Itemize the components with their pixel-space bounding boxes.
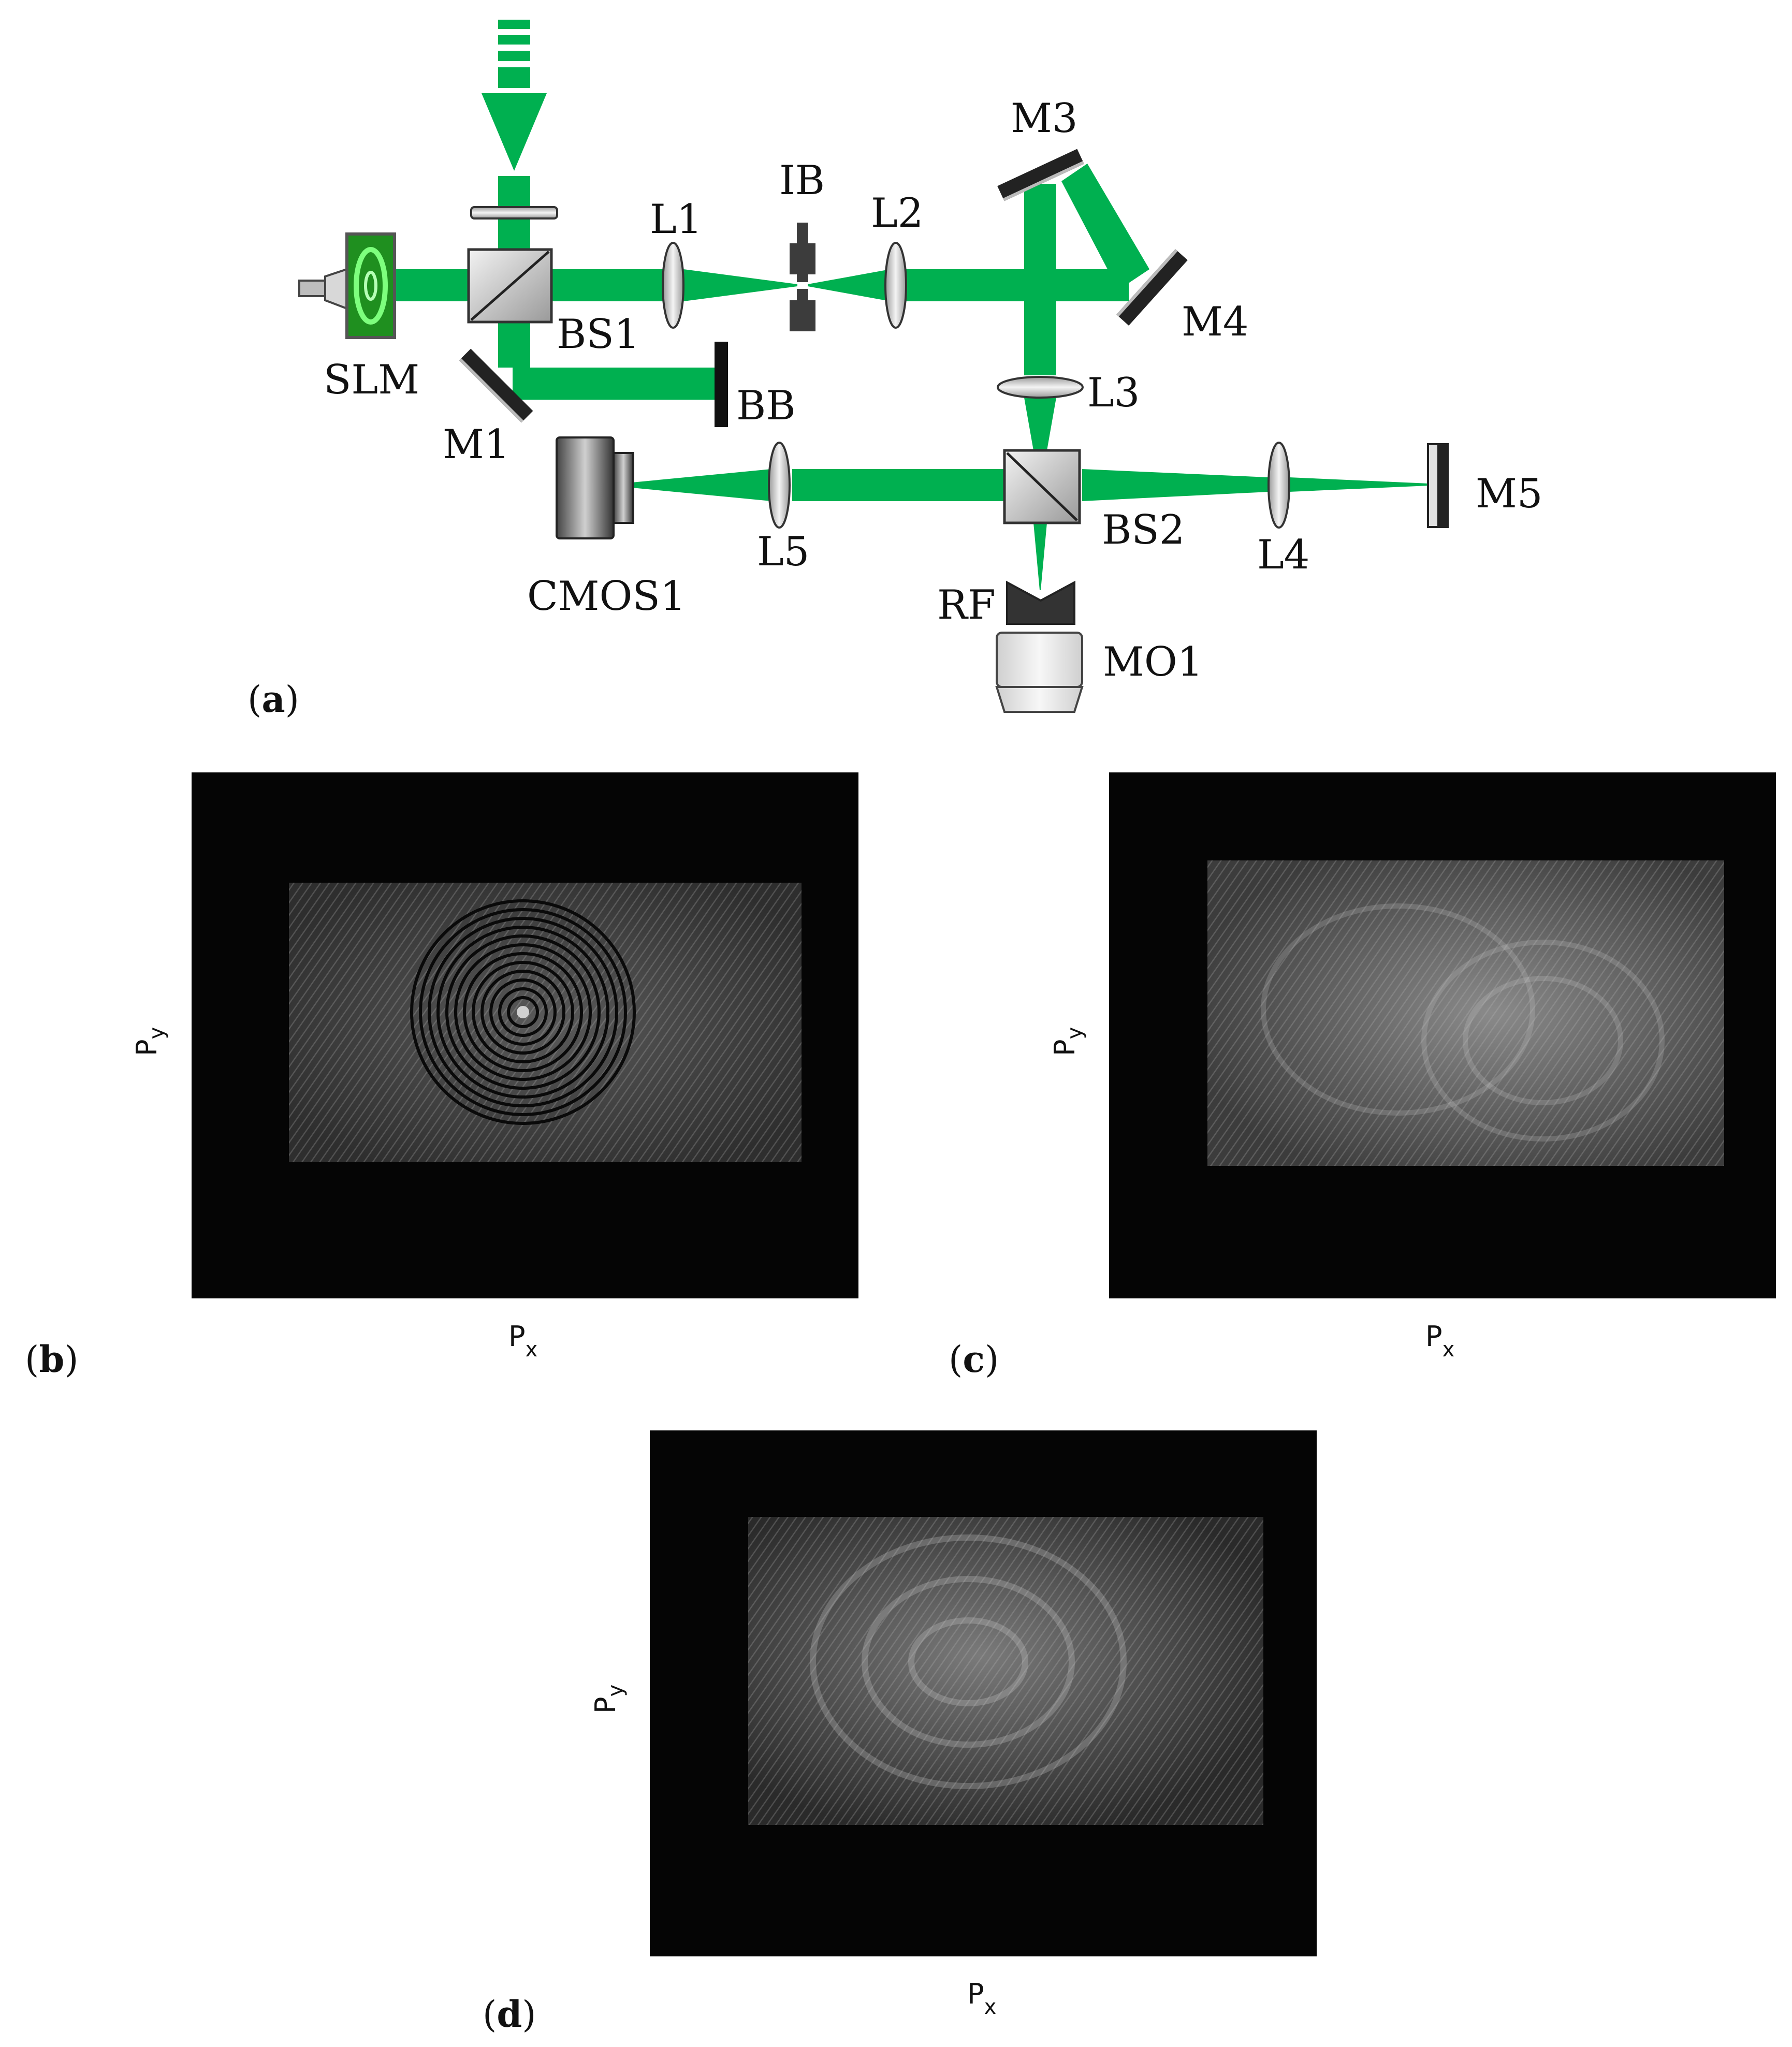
panel-label-a: (a): [247, 678, 299, 721]
lens-l1: [662, 242, 684, 329]
panel-b-ylabel: Py: [130, 1027, 169, 1056]
beam-l2-m4: [901, 269, 1129, 301]
panel-c-image: Py Px (c): [949, 772, 1776, 1381]
beam-l4-m5: [1289, 477, 1429, 492]
incoming-beam-arrow: [482, 93, 547, 171]
slm-cone: [324, 268, 348, 310]
incoming-beam-dash-2: [498, 35, 530, 45]
slm-pattern-core: [364, 271, 377, 301]
iris-ib: [790, 223, 815, 331]
beam-bs2-l4: [1082, 469, 1269, 501]
label-bs1: BS1: [557, 311, 639, 358]
beam-bs2-rf: [1033, 523, 1047, 590]
ring-pattern: [410, 899, 636, 1125]
incoming-beam-dash-1: [498, 20, 530, 29]
label-l1: L1: [650, 196, 702, 243]
beam-slm-bs1: [386, 269, 469, 301]
objective-mo1: [995, 632, 1084, 713]
panel-d-xlabel: Px: [967, 1978, 996, 2019]
mirror-m5: [1427, 443, 1449, 528]
incoming-beam-dash-3: [498, 51, 530, 61]
beam-to-bb: [518, 368, 715, 400]
label-l5: L5: [757, 529, 809, 575]
lens-l3: [997, 376, 1084, 399]
slm-nozzle: [298, 280, 326, 297]
mirror-m4: [1116, 249, 1188, 326]
label-m1: M1: [443, 421, 510, 468]
label-l4: L4: [1257, 532, 1309, 578]
label-m4: M4: [1182, 299, 1249, 345]
beam-bs1-m1: [498, 321, 530, 368]
label-ib: IB: [779, 157, 825, 204]
label-m3: M3: [1011, 95, 1078, 142]
beam-splitter-bs1: [467, 206, 558, 324]
panel-label-d: (d): [483, 1993, 536, 2036]
panel-c-xlabel: Px: [1425, 1320, 1454, 1362]
incoming-beam-dash-4: [498, 67, 530, 88]
bs1-waveplate: [470, 206, 558, 220]
bs1-diagonal: [470, 251, 550, 321]
setup-diagram: M3 IB L1 L2 BS1 M4 SLM L3 BB M1 M5 BS2 L…: [247, 20, 1543, 721]
laser-beams: [386, 20, 1429, 590]
lens-l4: [1267, 442, 1290, 529]
label-m5: M5: [1476, 471, 1543, 517]
panel-b-image: Py Px (b): [25, 772, 858, 1381]
label-l2: L2: [871, 190, 923, 237]
label-bb: BB: [736, 383, 796, 429]
panel-label-c: (c): [949, 1338, 999, 1381]
panel-label-b: (b): [25, 1338, 79, 1381]
incoming-beam-segment: [498, 176, 530, 207]
label-slm: SLM: [324, 357, 419, 403]
panel-d-ylabel: Py: [589, 1685, 628, 1714]
beam-ib-l2: [808, 269, 891, 301]
lens-l2: [884, 242, 907, 329]
label-rf: RF: [937, 582, 996, 628]
beam-bs1-l1: [549, 269, 673, 301]
lens-l5: [768, 442, 791, 529]
panel-d-image: Py Px (d): [483, 1430, 1317, 2036]
beam-l3-bs2: [1024, 398, 1056, 450]
label-bs2: BS2: [1102, 507, 1185, 553]
panel-c-ylabel: Py: [1048, 1027, 1087, 1056]
beam-into-bs1: [498, 217, 530, 248]
label-l3: L3: [1087, 370, 1140, 416]
label-cmos1: CMOS1: [527, 573, 686, 620]
beam-l1-ib: [683, 269, 797, 301]
beam-m3-l3: [1024, 184, 1056, 375]
beam-l5-cmos1: [632, 469, 771, 501]
reflector-rf: [1006, 580, 1075, 625]
beam-block-bb: [715, 342, 728, 427]
mirror-m1: [459, 348, 533, 423]
slm-device: [298, 232, 396, 339]
panel-b-xlabel: Px: [508, 1320, 537, 1362]
mirror-m3: [997, 149, 1084, 201]
beam-bs2-l5: [792, 469, 1004, 501]
label-mo1: MO1: [1103, 639, 1203, 685]
slm-pattern-ring: [354, 247, 388, 325]
camera-cmos1: [556, 436, 634, 539]
beam-splitter-bs2: [1003, 449, 1081, 524]
beam-m4-m3: [1061, 164, 1149, 290]
